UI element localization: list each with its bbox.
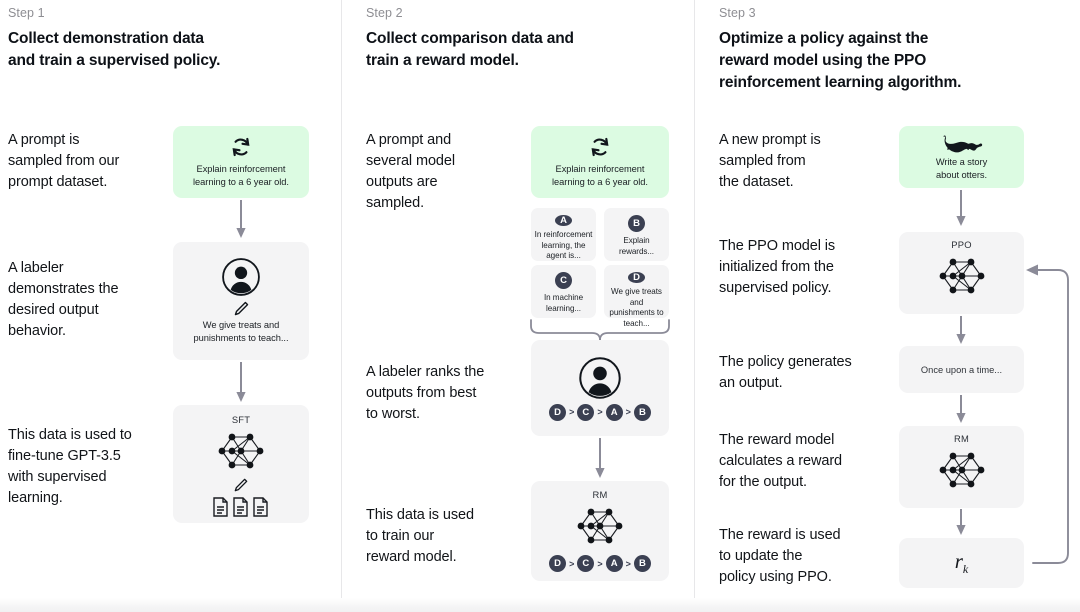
step-2-column: Step 2 Collect comparison data and train… (342, 0, 694, 612)
rm-rank-pill-4: B (633, 555, 651, 572)
step-3-caption-5: The reward is used to update the policy … (719, 527, 841, 585)
step-1-title: Collect demonstration data and train a s… (8, 30, 221, 69)
step-2-output-card-c[interactable]: C In machine learning... (531, 265, 596, 318)
rank-gt-3: > (625, 407, 631, 417)
step-3-column: Step 3 Optimize a policy against the rew… (695, 0, 1080, 612)
step-2-output-card-d[interactable]: D We give treats and punishments to teac… (604, 265, 669, 328)
rm-rank-gt-1: > (569, 558, 575, 569)
step-2-rm-label: RM (592, 489, 608, 500)
output-badge-a: A (555, 215, 572, 226)
step-1-caption-1: A prompt is sampled from our prompt data… (8, 132, 120, 190)
step-1-labeler-text: We give treats and punishments to teach.… (193, 320, 289, 343)
step-3-caption-1: A new prompt is sampled from the dataset… (719, 132, 821, 190)
output-text-d: We give treats and punishments to teach.… (609, 287, 664, 328)
step-2-prompt-box[interactable]: Explain reinforcement learning to a 6 ye… (531, 126, 669, 198)
step-2-caption-3: This data is used to train our reward mo… (366, 507, 474, 565)
labeler-person-icon (578, 356, 622, 400)
step-2-output-card-b[interactable]: B Explain rewards... (604, 208, 669, 261)
step-1-model-label: SFT (231, 414, 251, 425)
neural-net-icon (210, 426, 272, 476)
rm-rank-pill-2: C (577, 555, 595, 572)
step-3-arrow-3 (954, 395, 968, 427)
step-2-caption-2: A labeler ranks the outputs from best to… (366, 364, 485, 422)
step-3-arrow-4 (954, 509, 968, 539)
step-1-arrow-2 (234, 362, 248, 404)
step-2-prompt-text: Explain reinforcement learning to a 6 ye… (552, 163, 648, 187)
step-3-reward-box[interactable]: rk (899, 538, 1024, 588)
rank-gt-1: > (569, 407, 575, 417)
step-3-ppo-label: PPO (951, 239, 972, 250)
step-3-arrow-2 (954, 316, 968, 348)
step-2-arrow-2 (593, 438, 607, 480)
step-1-labeler-box[interactable]: We give treats and punishments to teach.… (173, 242, 309, 360)
step-2-caption-1: A prompt and several model outputs are s… (366, 132, 455, 211)
step-1-prompt-text: Explain reinforcement learning to a 6 ye… (193, 163, 289, 187)
rank-pill-4: B (633, 403, 651, 421)
step-3-arrow-1 (954, 190, 968, 230)
step-3-prompt-box[interactable]: Write a story about otters. (899, 126, 1024, 188)
rm-rank-pill-1: D (549, 555, 567, 572)
step-1-column: Step 1 Collect demonstration data and tr… (0, 0, 341, 612)
step-1-arrow-1 (234, 200, 248, 240)
step-3-caption-3: The policy generates an output. (719, 354, 852, 391)
step-1-label: Step 1 (8, 6, 45, 20)
pencil-icon (233, 477, 249, 493)
step-2-label: Step 2 (366, 6, 403, 20)
step-2-ranking-row: D > C > A > B (549, 403, 651, 421)
output-text-a: In reinforcement learning, the agent is.… (534, 230, 593, 261)
pencil-icon (233, 300, 250, 317)
documents-icon (212, 496, 270, 518)
rank-pill-2: C (577, 403, 595, 421)
rank-gt-2: > (597, 407, 603, 417)
step-3-rm-box[interactable]: RM (899, 426, 1024, 508)
labeler-person-icon (221, 257, 261, 297)
step-1-sft-box[interactable]: SFT (173, 405, 309, 523)
rm-rank-gt-3: > (625, 558, 631, 569)
step-2-rm-ranking-row: D > C > A > B (549, 555, 651, 572)
otter-icon (940, 133, 984, 153)
step-1-prompt-box[interactable]: Explain reinforcement learning to a 6 ye… (173, 126, 309, 198)
step-2-output-card-a[interactable]: A In reinforcement learning, the agent i… (531, 208, 596, 261)
rank-pill-1: D (549, 403, 567, 421)
rm-rank-pill-3: A (605, 555, 623, 572)
step-3-rm-label: RM (954, 433, 969, 444)
step-1-caption-2: A labeler demonstrates the desired outpu… (8, 260, 119, 339)
step-3-output-box[interactable]: Once upon a time... (899, 346, 1024, 393)
output-badge-d: D (628, 272, 645, 283)
reward-subscript: k (962, 562, 969, 577)
step-3-prompt-text: Write a story about otters. (935, 156, 988, 180)
step-3-label: Step 3 (719, 6, 756, 20)
step-2-title: Collect comparison data and train a rewa… (366, 30, 574, 69)
step-3-title: Optimize a policy against the reward mod… (719, 30, 962, 91)
step-2-rm-box[interactable]: RM D > C (531, 481, 669, 581)
output-badge-b: B (628, 215, 645, 232)
refresh-icon (589, 136, 611, 158)
rank-pill-3: A (605, 403, 623, 421)
step-2-ranking-box[interactable]: D > C > A > B (531, 340, 669, 436)
output-text-c: In machine learning... (543, 293, 584, 313)
step-3-caption-4: The reward model calculates a reward for… (719, 432, 843, 490)
reward-value: rk (954, 548, 969, 577)
step-3-feedback-loop-arrow (1020, 258, 1080, 568)
neural-net-icon (931, 445, 993, 495)
step-3-output-text: Once upon a time... (920, 364, 1003, 375)
rm-rank-gt-2: > (597, 558, 603, 569)
column-divider-2 (694, 0, 695, 612)
column-divider-1 (341, 0, 342, 612)
bottom-gradient-band (0, 598, 1080, 612)
refresh-icon (230, 136, 252, 158)
output-text-b: Explain rewards... (618, 236, 655, 256)
step-1-caption-3: This data is used to fine-tune GPT-3.5 w… (8, 427, 132, 506)
neural-net-icon (569, 501, 631, 551)
step-3-ppo-box[interactable]: PPO (899, 232, 1024, 314)
output-badge-c: C (555, 272, 572, 289)
neural-net-icon (931, 251, 993, 301)
step-3-caption-2: The PPO model is initialized from the su… (719, 238, 836, 296)
